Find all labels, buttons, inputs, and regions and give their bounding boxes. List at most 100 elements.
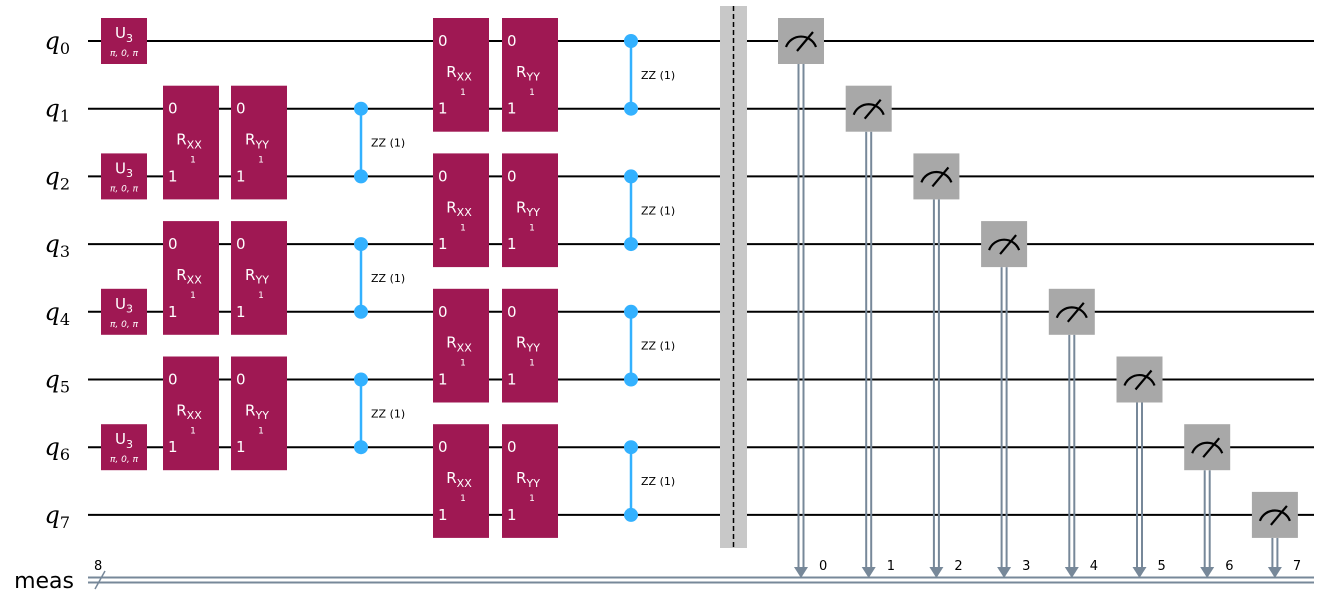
u3-gate-label: U3 xyxy=(115,295,133,316)
qubit-label: q0 xyxy=(44,27,70,58)
classical-bit-label: 4 xyxy=(1090,559,1098,574)
qubit-label: q7 xyxy=(44,501,70,532)
zz-gate-label: ZZ (1) xyxy=(371,272,405,285)
measure-arrow xyxy=(1200,567,1215,578)
measure-gate xyxy=(845,85,892,132)
u3-gate xyxy=(101,424,147,471)
u3-gate xyxy=(101,153,147,200)
ryy-gate-port-bottom: 1 xyxy=(507,100,517,118)
ryy-gate-port-top: 0 xyxy=(507,32,517,50)
u3-gate-params: π, 0, π xyxy=(110,184,139,194)
rxx-gate-port-bottom: 1 xyxy=(438,235,448,253)
meter-icon xyxy=(1055,306,1088,319)
ryy-gate-param: 1 xyxy=(529,494,535,504)
rxx-gate-port-top: 0 xyxy=(438,32,448,50)
ryy-gate xyxy=(231,85,287,200)
zz-control-dot xyxy=(624,507,638,522)
ryy-gate xyxy=(231,221,287,335)
measure-arrow xyxy=(929,567,944,578)
zz-gate-label: ZZ (1) xyxy=(641,69,675,82)
qubit-label: q3 xyxy=(44,230,70,261)
classical-bit-label: 3 xyxy=(1022,559,1030,574)
rxx-gate-port-bottom: 1 xyxy=(438,506,448,524)
qubit-label: q6 xyxy=(44,433,70,464)
rxx-gate-port-top: 0 xyxy=(438,167,448,185)
ryy-gate-param: 1 xyxy=(529,223,535,233)
register-width-slash xyxy=(94,570,106,590)
u3-gate-label: U3 xyxy=(115,24,133,45)
rxx-gate xyxy=(433,153,489,268)
rxx-gate-port-top: 0 xyxy=(438,303,448,321)
zz-gate-label: ZZ (1) xyxy=(641,475,675,488)
measure-gate xyxy=(778,18,824,64)
classical-bit-label: 0 xyxy=(819,559,827,574)
zz-gate-label: ZZ (1) xyxy=(371,137,405,150)
classical-bit-label: 5 xyxy=(1158,559,1166,574)
zz-control-dot xyxy=(354,304,368,319)
ryy-gate-port-top: 0 xyxy=(507,438,517,456)
ryy-gate-port-bottom: 1 xyxy=(236,438,246,456)
ryy-gate-port-top: 0 xyxy=(236,235,246,253)
ryy-gate xyxy=(502,288,558,403)
qubit-label: q2 xyxy=(44,162,70,193)
ryy-gate-param: 1 xyxy=(258,426,264,436)
ryy-gate-label: RYY xyxy=(516,334,540,355)
meter-needle-icon xyxy=(1270,505,1288,526)
meter-icon xyxy=(852,103,885,116)
zz-control-dot xyxy=(354,440,368,455)
rxx-gate-label: RXX xyxy=(176,131,202,152)
rxx-gate-param: 1 xyxy=(460,359,466,369)
measure-arrow xyxy=(1064,567,1079,578)
rxx-gate-param: 1 xyxy=(190,156,196,166)
zz-control-dot xyxy=(624,34,638,48)
measure-arrow xyxy=(861,567,876,578)
ryy-gate-label: RYY xyxy=(245,131,269,152)
rxx-gate-port-top: 0 xyxy=(168,235,178,253)
u3-gate-params: π, 0, π xyxy=(110,320,139,330)
u3-gate xyxy=(101,18,147,64)
ryy-gate-param: 1 xyxy=(258,291,264,301)
rxx-gate-label: RXX xyxy=(446,334,472,355)
meter-needle-icon xyxy=(1134,369,1153,391)
zz-control-dot xyxy=(624,237,638,252)
ryy-gate-label: RYY xyxy=(516,63,540,84)
ryy-gate-port-top: 0 xyxy=(507,167,517,185)
rxx-gate-param: 1 xyxy=(460,88,466,98)
zz-control-dot xyxy=(624,372,638,387)
rxx-gate xyxy=(433,18,489,132)
rxx-gate-port-bottom: 1 xyxy=(168,303,178,321)
measure-gate xyxy=(1048,288,1095,335)
measure-arrow xyxy=(1132,567,1147,578)
rxx-gate-label: RXX xyxy=(176,266,202,287)
ryy-gate xyxy=(502,153,558,268)
u3-gate-params: π, 0, π xyxy=(110,49,139,59)
meter-icon xyxy=(1191,441,1224,454)
ryy-gate-label: RYY xyxy=(245,401,269,422)
measure-gate xyxy=(913,153,960,200)
rxx-gate-port-bottom: 1 xyxy=(168,167,178,185)
ryy-gate-label: RYY xyxy=(245,266,269,287)
classical-bit-label: 2 xyxy=(954,559,962,574)
zz-control-dot xyxy=(624,101,638,116)
qubit-label: q4 xyxy=(44,298,70,329)
classical-bit-label: 1 xyxy=(887,559,895,574)
rxx-gate xyxy=(163,356,219,471)
classical-bit-label: 6 xyxy=(1225,559,1233,574)
u3-gate-label: U3 xyxy=(115,159,133,180)
ryy-gate-port-top: 0 xyxy=(507,303,517,321)
meter-icon xyxy=(1258,509,1291,522)
zz-control-dot xyxy=(354,372,368,387)
ryy-gate-port-bottom: 1 xyxy=(507,235,517,253)
measure-gate xyxy=(981,221,1028,268)
u3-gate-label: U3 xyxy=(115,430,133,451)
ryy-gate xyxy=(502,424,558,538)
ryy-gate xyxy=(502,18,558,132)
ryy-gate xyxy=(231,356,287,471)
zz-control-dot xyxy=(354,237,368,252)
ryy-gate-port-bottom: 1 xyxy=(507,506,517,524)
meter-needle-icon xyxy=(1202,437,1221,458)
measure-gate xyxy=(1184,424,1231,471)
qubit-label: q1 xyxy=(44,95,70,126)
rxx-gate-label: RXX xyxy=(446,469,472,490)
